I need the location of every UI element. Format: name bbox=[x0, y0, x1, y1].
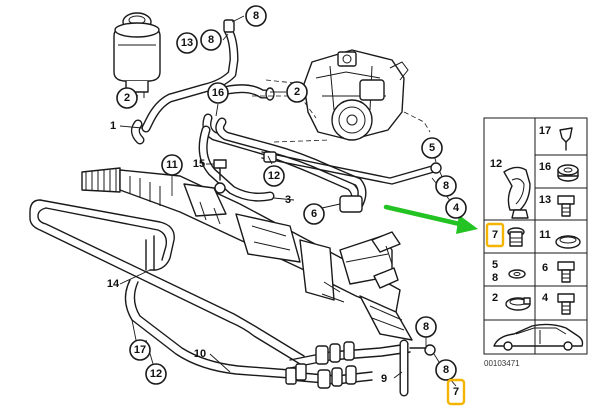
svg-text:12: 12 bbox=[490, 158, 502, 170]
svg-text:15: 15 bbox=[193, 158, 205, 170]
callout-8-left: 8 bbox=[200, 29, 222, 51]
callout-2-left: 2 bbox=[116, 87, 138, 109]
diagram-id-label: 00103471 bbox=[484, 359, 520, 368]
callout-14: 14 bbox=[107, 278, 120, 290]
svg-text:2: 2 bbox=[124, 92, 130, 104]
svg-text:4: 4 bbox=[542, 292, 549, 304]
callout-8-bottom: 8 bbox=[415, 316, 437, 338]
svg-text:5: 5 bbox=[492, 259, 498, 271]
steering-pump bbox=[303, 49, 409, 141]
callout-17: 17 bbox=[129, 339, 151, 361]
svg-text:14: 14 bbox=[107, 278, 120, 290]
svg-text:11: 11 bbox=[166, 159, 178, 171]
svg-text:12: 12 bbox=[268, 170, 280, 182]
svg-text:17: 17 bbox=[134, 344, 146, 356]
callout-15: 15 bbox=[193, 158, 205, 170]
callout-16: 16 bbox=[207, 82, 229, 104]
svg-text:1: 1 bbox=[110, 120, 116, 132]
svg-text:2: 2 bbox=[294, 86, 300, 98]
panel-item-13: 13 bbox=[539, 194, 575, 217]
svg-text:3: 3 bbox=[285, 194, 291, 206]
fluid-reservoir bbox=[113, 12, 161, 98]
svg-text:16: 16 bbox=[539, 161, 551, 173]
steering-rack bbox=[81, 167, 413, 341]
svg-text:8: 8 bbox=[443, 364, 449, 376]
panel-item-12: 12 bbox=[490, 158, 531, 219]
callout-8-bottom2: 8 bbox=[435, 359, 457, 381]
panel-item-11: 11 bbox=[539, 229, 581, 249]
svg-text:5: 5 bbox=[429, 142, 435, 154]
panel-item-2: 2 bbox=[492, 292, 531, 311]
car-locator-icon bbox=[493, 323, 584, 351]
svg-text:8: 8 bbox=[492, 272, 498, 284]
callout-9: 9 bbox=[381, 373, 387, 385]
svg-text:10: 10 bbox=[194, 348, 206, 360]
cooling-loop-line bbox=[29, 199, 305, 379]
svg-text:8: 8 bbox=[423, 321, 429, 333]
callout-1: 1 bbox=[110, 120, 116, 132]
panel-item-17: 17 bbox=[539, 125, 573, 151]
svg-text:8: 8 bbox=[253, 10, 259, 22]
callout-3: 3 bbox=[285, 194, 291, 206]
hardware-side-panel: 17 12 16 13 7 bbox=[483, 117, 588, 355]
reservoir-hoses bbox=[130, 19, 275, 145]
callout-6: 6 bbox=[303, 203, 325, 225]
svg-text:2: 2 bbox=[492, 292, 498, 304]
svg-text:6: 6 bbox=[311, 208, 317, 220]
svg-text:11: 11 bbox=[539, 229, 551, 241]
callout-12-bottom: 12 bbox=[145, 363, 167, 385]
panel-item-7: 7 bbox=[485, 222, 525, 248]
pressure-hose-assembly bbox=[198, 113, 442, 213]
hose-clamp-fittings bbox=[285, 341, 357, 389]
callout-8-right: 8 bbox=[435, 175, 457, 197]
callout-4: 4 bbox=[445, 197, 467, 219]
svg-text:17: 17 bbox=[539, 125, 551, 137]
svg-text:6: 6 bbox=[542, 262, 548, 274]
callout-13: 13 bbox=[176, 32, 198, 54]
svg-text:9: 9 bbox=[381, 373, 387, 385]
svg-text:7: 7 bbox=[492, 229, 498, 241]
callout-5-right: 5 bbox=[421, 137, 443, 159]
svg-text:4: 4 bbox=[453, 202, 460, 214]
green-pointer-arrow-icon bbox=[383, 204, 478, 234]
panel-item-16: 16 bbox=[539, 161, 579, 182]
svg-text:7: 7 bbox=[453, 386, 459, 398]
svg-text:16: 16 bbox=[212, 87, 224, 99]
callout-12-mid: 12 bbox=[263, 165, 285, 187]
svg-text:13: 13 bbox=[539, 194, 551, 206]
svg-text:8: 8 bbox=[208, 34, 214, 46]
callout-2-right: 2 bbox=[286, 81, 308, 103]
callout-11: 11 bbox=[161, 154, 183, 176]
svg-text:8: 8 bbox=[443, 180, 449, 192]
svg-text:13: 13 bbox=[181, 37, 193, 49]
callout-7-highlighted: 7 bbox=[446, 378, 466, 406]
callout-10: 10 bbox=[194, 348, 206, 360]
panel-item-4: 4 bbox=[542, 292, 575, 315]
panel-item-6: 6 bbox=[542, 261, 575, 283]
panel-item-5-8: 5 8 bbox=[492, 259, 526, 284]
bolt-15 bbox=[213, 159, 227, 194]
svg-text:12: 12 bbox=[150, 368, 162, 380]
callout-8-top: 8 bbox=[245, 5, 267, 27]
return-line-fittings bbox=[285, 339, 436, 397]
